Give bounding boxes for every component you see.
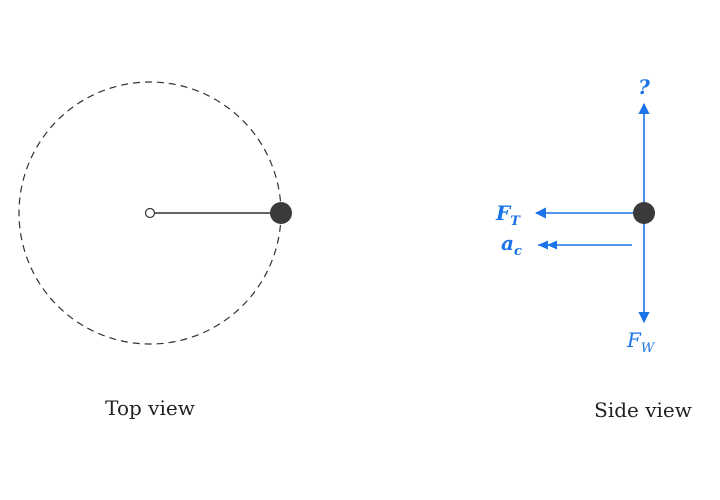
tension-label-sub: T	[510, 214, 521, 229]
tension-label-main: F	[495, 201, 512, 225]
accel-label-sub: c	[514, 244, 522, 259]
tension-force-label: FT	[495, 201, 521, 229]
acceleration-arrowhead-1	[538, 240, 548, 250]
weight-label-sub: W	[641, 341, 656, 356]
mass-ball-top	[270, 202, 292, 224]
side-view: ? FW FT ac Side view	[495, 75, 692, 422]
unknown-force-label: ?	[638, 75, 650, 99]
pivot-point	[144, 207, 156, 219]
top-view-caption: Top view	[105, 396, 195, 420]
weight-label-main: F	[626, 328, 642, 352]
acceleration-arrowhead-2	[547, 240, 557, 250]
top-view: Top view	[18, 81, 292, 420]
accel-label-main: a	[501, 231, 514, 255]
side-view-caption: Side view	[594, 398, 692, 422]
acceleration-label: ac	[501, 231, 522, 259]
mass-ball-side	[633, 202, 655, 224]
weight-force-label: FW	[626, 328, 656, 356]
